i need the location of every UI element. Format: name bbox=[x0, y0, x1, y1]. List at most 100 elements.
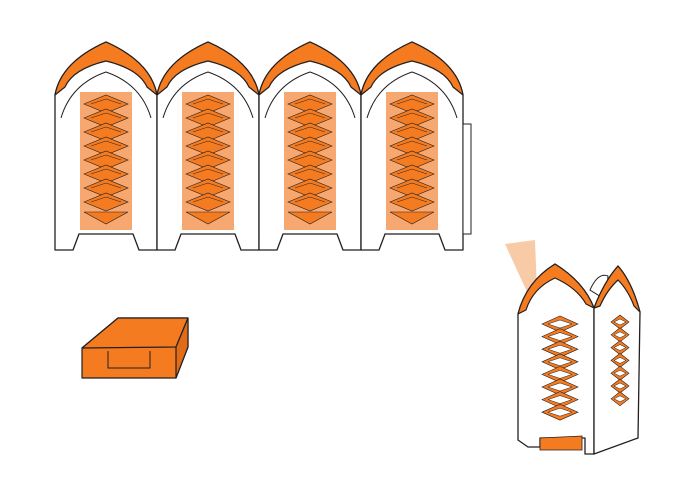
glue-tab bbox=[462, 123, 472, 235]
window-diamond bbox=[83, 108, 129, 128]
window-diamond bbox=[287, 94, 333, 114]
diamond-crease bbox=[294, 98, 326, 105]
diamond-crease bbox=[294, 182, 326, 189]
window-bottom-point bbox=[185, 211, 231, 225]
side-diamond-cutout bbox=[613, 318, 627, 326]
window-diamond bbox=[83, 136, 129, 156]
lantern-side-cap bbox=[593, 265, 641, 313]
diamond-crease bbox=[90, 196, 122, 203]
base-box bbox=[81, 317, 189, 379]
diamond-crease bbox=[396, 126, 428, 133]
window-bottom-point bbox=[389, 211, 435, 225]
window-diamond bbox=[287, 192, 333, 212]
diamond-crease bbox=[294, 196, 326, 203]
diamond-crease bbox=[396, 182, 428, 189]
side-diamond-cutout bbox=[613, 382, 627, 390]
window-bottom-point bbox=[83, 211, 129, 225]
diamond-crease bbox=[192, 126, 224, 133]
window-diamond bbox=[83, 150, 129, 170]
window-diamond bbox=[287, 108, 333, 128]
panel-inner-arch bbox=[366, 71, 458, 119]
diamond-crease bbox=[90, 168, 122, 175]
window-diamond bbox=[287, 122, 333, 142]
diamond-crease bbox=[90, 154, 122, 161]
window-diamond bbox=[389, 164, 435, 184]
front-diamond-cutout bbox=[547, 344, 573, 354]
window-diamond bbox=[83, 164, 129, 184]
front-diamond-cutout bbox=[547, 357, 573, 367]
window-diamond bbox=[389, 136, 435, 156]
panel-inner-arch bbox=[162, 71, 254, 119]
window-diamond bbox=[83, 178, 129, 198]
diamond-crease bbox=[396, 98, 428, 105]
diamond-crease bbox=[192, 182, 224, 189]
assembled-lantern bbox=[505, 240, 641, 455]
window-diamond bbox=[185, 108, 231, 128]
panel-inner-arch bbox=[264, 71, 356, 119]
diamond-crease bbox=[294, 112, 326, 119]
box-top-face bbox=[81, 317, 189, 349]
side-diamond-cutout bbox=[613, 357, 627, 364]
window-diamond bbox=[389, 192, 435, 212]
window-diamond bbox=[389, 108, 435, 128]
panel-cap bbox=[360, 41, 464, 96]
side-diamond-cutout bbox=[613, 369, 627, 377]
window-diamond bbox=[185, 136, 231, 156]
diamond-crease bbox=[90, 98, 122, 105]
window-diamond bbox=[389, 94, 435, 114]
diamond-crease bbox=[192, 154, 224, 161]
diamond-crease bbox=[396, 112, 428, 119]
diamond-crease bbox=[90, 112, 122, 119]
lantern-front-cap bbox=[517, 263, 595, 315]
front-diamond-cutout bbox=[547, 407, 573, 417]
window-diamond bbox=[287, 150, 333, 170]
side-diamond-cutout bbox=[613, 331, 627, 339]
template-panel bbox=[54, 41, 158, 251]
template-panel bbox=[156, 41, 260, 251]
front-diamond-cutout bbox=[547, 395, 573, 404]
flat-template bbox=[54, 41, 472, 251]
diamond-crease bbox=[90, 182, 122, 189]
diamond-crease bbox=[294, 140, 326, 147]
panel-inner-arch bbox=[60, 71, 152, 119]
front-diamond-cutout bbox=[547, 370, 573, 379]
front-diamond-cutout bbox=[547, 319, 573, 329]
diamond-crease bbox=[90, 126, 122, 133]
diamond-crease bbox=[294, 126, 326, 133]
diamond-crease bbox=[90, 140, 122, 147]
diamond-crease bbox=[294, 154, 326, 161]
side-diamond-cutout bbox=[613, 344, 627, 351]
window-diamond bbox=[185, 164, 231, 184]
window-diamond bbox=[83, 122, 129, 142]
diamond-crease bbox=[396, 168, 428, 175]
light-beam bbox=[505, 240, 537, 294]
box-side-face bbox=[175, 317, 189, 379]
side-diamond-cutout bbox=[613, 395, 627, 403]
diamond-crease bbox=[294, 168, 326, 175]
window-diamond bbox=[389, 122, 435, 142]
front-diamond-cutout bbox=[547, 382, 573, 392]
diamond-crease bbox=[192, 98, 224, 105]
diamond-crease bbox=[396, 196, 428, 203]
template-panel bbox=[360, 41, 464, 251]
lantern-base-strip bbox=[539, 435, 583, 451]
diamond-crease bbox=[396, 154, 428, 161]
window-diamond bbox=[185, 94, 231, 114]
window-diamond bbox=[389, 178, 435, 198]
window-diamond bbox=[83, 94, 129, 114]
diamond-crease bbox=[192, 168, 224, 175]
diamond-crease bbox=[192, 112, 224, 119]
window-diamond bbox=[185, 178, 231, 198]
window-bottom-point bbox=[287, 211, 333, 225]
window-diamond bbox=[287, 178, 333, 198]
window-diamond bbox=[287, 136, 333, 156]
front-diamond-cutout bbox=[547, 332, 573, 341]
window-diamond bbox=[389, 150, 435, 170]
diamond-crease bbox=[192, 196, 224, 203]
diamond-crease bbox=[192, 140, 224, 147]
template-panel bbox=[258, 41, 362, 251]
window-diamond bbox=[83, 192, 129, 212]
window-diamond bbox=[185, 122, 231, 142]
